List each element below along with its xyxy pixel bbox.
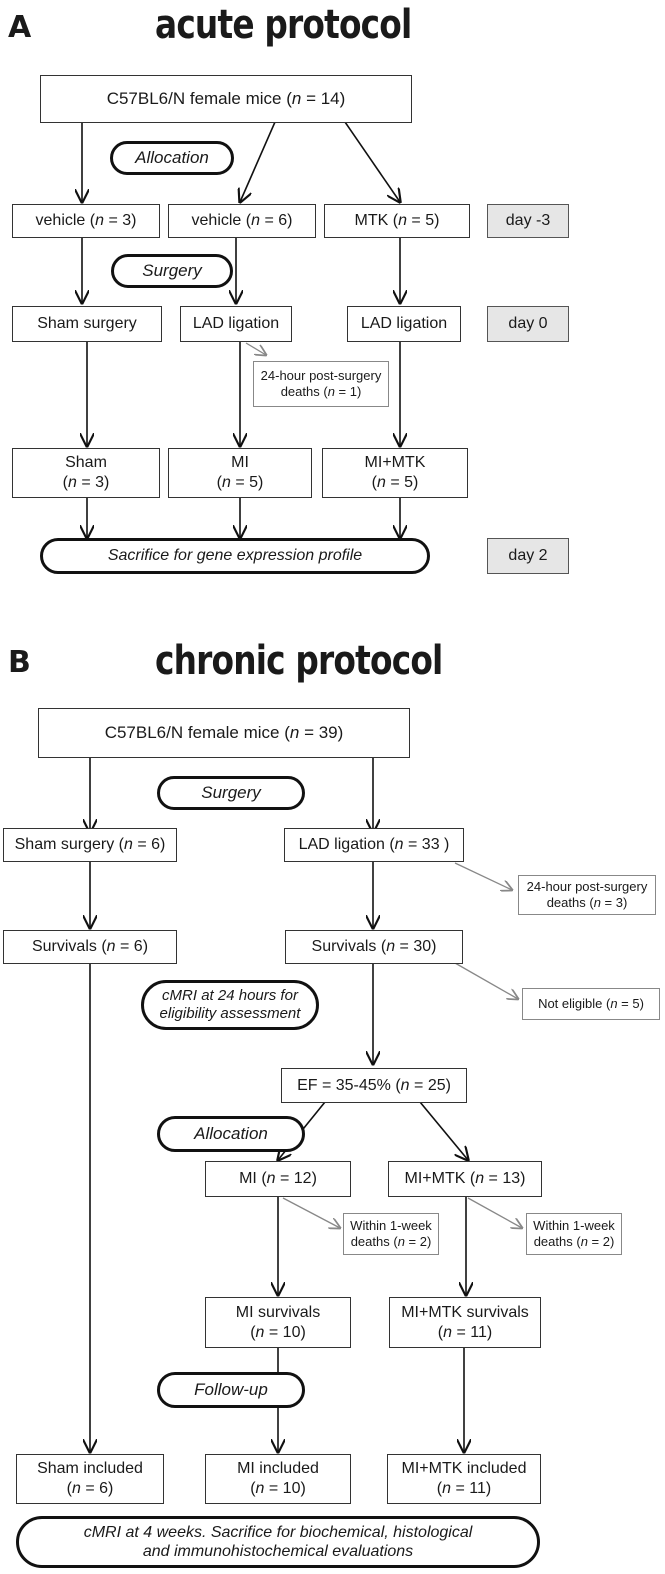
b-mi-included-box: MI included (n = 10) xyxy=(205,1454,351,1504)
a-root-box: C57BL6/N female mice (n = 14) xyxy=(40,75,412,123)
b-deaths-week-mi-box: Within 1-week deaths (n = 2) xyxy=(343,1213,439,1255)
b-allocation-pill: Allocation xyxy=(157,1116,305,1152)
a-lad-ligation-box: LAD ligation xyxy=(180,306,292,342)
a-allocation-pill: Allocation xyxy=(110,141,234,175)
b-followup-pill: Follow-up xyxy=(157,1372,305,1408)
a-surgery-pill: Surgery xyxy=(111,254,233,288)
b-sham-included-box: Sham included (n = 6) xyxy=(16,1454,164,1504)
b-mi-survivals-box: MI survivals (n = 10) xyxy=(205,1297,351,1348)
a-vehicle-3-box: vehicle (n = 3) xyxy=(12,204,160,238)
b-deaths-24h-box: 24-hour post-surgery deaths (n = 3) xyxy=(518,875,656,915)
panel-a-title: acute protocol xyxy=(155,2,412,48)
panel-b-title: chronic protocol xyxy=(155,638,443,684)
b-survivals-sham-box: Survivals (n = 6) xyxy=(3,930,177,964)
a-mtk-box: MTK (n = 5) xyxy=(324,204,470,238)
a-vehicle-6-box: vehicle (n = 6) xyxy=(168,204,316,238)
a-mi-group-box: MI (n = 5) xyxy=(168,448,312,498)
b-mi-mtk-included-box: MI+MTK included (n = 11) xyxy=(387,1454,541,1504)
a-mi-mtk-group-box: MI+MTK (n = 5) xyxy=(322,448,468,498)
a-day-0-badge: day 0 xyxy=(487,306,569,342)
panel-b-letter: B xyxy=(8,645,31,680)
a-deaths-box: 24-hour post-surgery deaths (n = 1) xyxy=(253,361,389,407)
b-survivals-lad-box: Survivals (n = 30) xyxy=(285,930,463,964)
panel-a-letter: A xyxy=(8,10,32,45)
b-root-box: C57BL6/N female mice (n = 39) xyxy=(38,708,410,758)
a-day-minus3-badge: day -3 xyxy=(487,204,569,238)
b-mi-mtk-survivals-box: MI+MTK survivals (n = 11) xyxy=(389,1297,541,1348)
b-ef-box: EF = 35-45% (n = 25) xyxy=(281,1068,467,1103)
b-sham-surgery-box: Sham surgery (n = 6) xyxy=(3,828,177,862)
a-lad-ligation-mtk-box: LAD ligation xyxy=(347,306,461,342)
a-sham-group-box: Sham (n = 3) xyxy=(12,448,160,498)
b-not-eligible-box: Not eligible (n = 5) xyxy=(522,988,660,1020)
b-lad-ligation-box: LAD ligation (n = 33 ) xyxy=(284,828,464,862)
b-mi-box: MI (n = 12) xyxy=(205,1161,351,1197)
b-deaths-week-mimtk-box: Within 1-week deaths (n = 2) xyxy=(526,1213,622,1255)
a-sacrifice-pill: Sacrifice for gene expression profile xyxy=(40,538,430,574)
a-sham-surgery-box: Sham surgery xyxy=(12,306,162,342)
b-mi-mtk-box: MI+MTK (n = 13) xyxy=(388,1161,542,1197)
b-final-cmri-pill: cMRI at 4 weeks. Sacrifice for biochemic… xyxy=(16,1516,540,1568)
b-surgery-pill: Surgery xyxy=(157,776,305,810)
a-day-2-badge: day 2 xyxy=(487,538,569,574)
